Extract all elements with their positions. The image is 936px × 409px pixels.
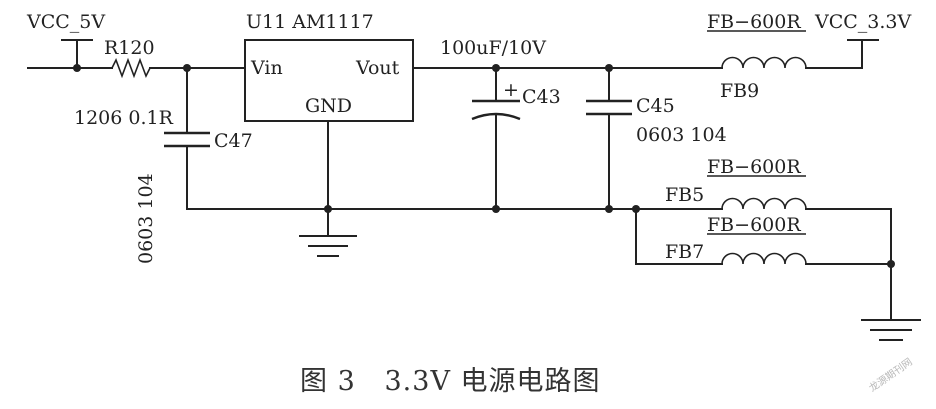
gnd-pin-label: GND [305, 95, 352, 117]
vin-pin-label: Vin [250, 57, 283, 79]
regulator-u11 [244, 39, 414, 210]
c43-label: C43 [522, 86, 561, 108]
c43-value-label: 100uF/10V [440, 37, 546, 59]
watermark: 龙源期刊网 [866, 355, 914, 394]
c47-label: C47 [214, 130, 253, 152]
fb5-value-label: FB−600R [707, 156, 801, 178]
output-rail [412, 39, 879, 72]
capacitor-c43 [471, 67, 521, 210]
capacitor-c45 [586, 67, 632, 210]
input-rail [27, 39, 246, 79]
fb9-value-label: FB−600R [707, 11, 801, 33]
r120-spec-label: 1206 0.1R [74, 107, 174, 129]
ferrite-beads-fb5-fb7 [635, 197, 921, 341]
ground-bus [186, 205, 723, 257]
c47-spec-label: 0603 104 [135, 173, 157, 264]
capacitor-c47 [164, 67, 210, 210]
vout-pin-label: Vout [355, 57, 400, 79]
fb9-label: FB9 [720, 80, 759, 102]
c45-label: C45 [636, 95, 675, 117]
u11-label: U11 AM1117 [246, 11, 374, 33]
figure-caption: 图 3 3.3V 电源电路图 [300, 366, 601, 397]
fb5-label: FB5 [665, 184, 704, 206]
fb7-label: FB7 [665, 241, 704, 263]
c43-plus-sign: + [503, 79, 519, 101]
c45-spec-label: 0603 104 [636, 124, 727, 146]
vcc-3v3-label: VCC_3.3V [814, 11, 912, 33]
vcc-5v-label: VCC_5V [26, 11, 105, 33]
fb7-value-label: FB−600R [707, 214, 801, 236]
r120-label: R120 [104, 37, 155, 59]
